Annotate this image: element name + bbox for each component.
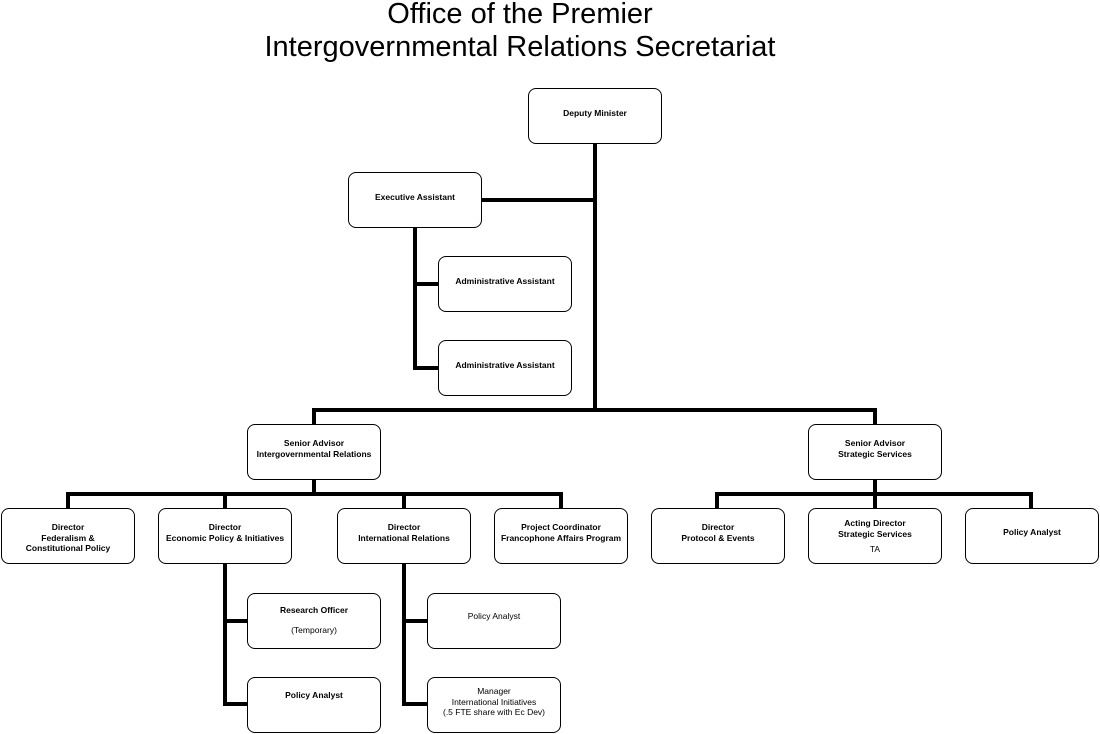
node-research-officer: Research Officer (Temporary)	[247, 593, 381, 649]
node-director-economic-policy: Director Economic Policy & Initiatives	[158, 508, 292, 564]
node-administrative-assistant-1: Administrative Assistant	[438, 256, 572, 312]
node-line-2: Intergovernmental Relations	[256, 448, 372, 459]
node-title: Deputy Minister	[563, 108, 627, 118]
node-executive-assistant: Executive Assistant	[348, 172, 482, 228]
node-policy-analyst-ep: Policy Analyst	[247, 677, 381, 733]
node-policy-analyst-ss: Policy Analyst	[965, 508, 1099, 564]
node-line-2: Francophone Affairs Program	[500, 532, 622, 543]
node-title: Policy Analyst	[1003, 527, 1061, 537]
chart-title-line-2: Intergovernmental Relations Secretariat	[264, 31, 776, 63]
node-title: Policy Analyst	[467, 611, 521, 621]
node-director-international-relations: Director International Relations	[337, 508, 471, 564]
node-line-1: Senior Advisor	[844, 438, 906, 448]
node-project-coordinator: Project Coordinator Francophone Affairs …	[494, 508, 628, 564]
node-line-1: Acting Director	[844, 518, 906, 528]
node-policy-analyst-ir: Policy Analyst	[427, 593, 561, 649]
node-title: Administrative Assistant	[455, 276, 555, 286]
node-senior-advisor-igr: Senior Advisor Intergovernmental Relatio…	[247, 424, 381, 480]
node-note: (Temporary)	[291, 624, 337, 635]
node-line-3: Constitutional Policy	[25, 543, 111, 553]
node-line-1: Project Coordinator	[521, 522, 601, 532]
node-title: Executive Assistant	[375, 192, 455, 202]
node-administrative-assistant-2: Administrative Assistant	[438, 340, 572, 396]
node-line-1: Senior Advisor	[283, 438, 345, 448]
node-line-2: Strategic Services	[838, 448, 912, 459]
node-director-federalism: Director Federalism & Constitutional Pol…	[1, 508, 135, 564]
node-line-1: Manager	[477, 686, 511, 696]
node-note: TA	[869, 544, 881, 554]
node-deputy-minister: Deputy Minister	[528, 88, 662, 144]
node-line-1: Director	[51, 522, 85, 532]
node-line-1: Director	[208, 522, 242, 532]
node-line-2: Federalism &	[41, 532, 95, 543]
node-line-2: Economic Policy & Initiatives	[165, 532, 285, 543]
node-line-1: Director	[701, 522, 735, 532]
node-title: Policy Analyst	[285, 690, 343, 700]
node-line-2: International Relations	[358, 532, 450, 543]
node-line-2: Protocol & Events	[681, 532, 755, 543]
node-senior-advisor-ss: Senior Advisor Strategic Services	[808, 424, 942, 480]
node-manager-international-initiatives: Manager International Initiatives (.5 FT…	[427, 677, 561, 733]
node-title: Research Officer	[279, 605, 349, 615]
node-line-2: International Initiatives	[451, 696, 537, 707]
node-acting-director: Acting Director Strategic Services TA	[808, 508, 942, 564]
node-line-1: Director	[387, 522, 421, 532]
node-line-2: Strategic Services	[838, 528, 912, 539]
node-director-protocol: Director Protocol & Events	[651, 508, 785, 564]
node-line-3: (.5 FTE share with Ec Dev)	[442, 707, 546, 717]
chart-title-line-1: Office of the Premier	[387, 0, 653, 30]
node-title: Administrative Assistant	[455, 360, 555, 370]
